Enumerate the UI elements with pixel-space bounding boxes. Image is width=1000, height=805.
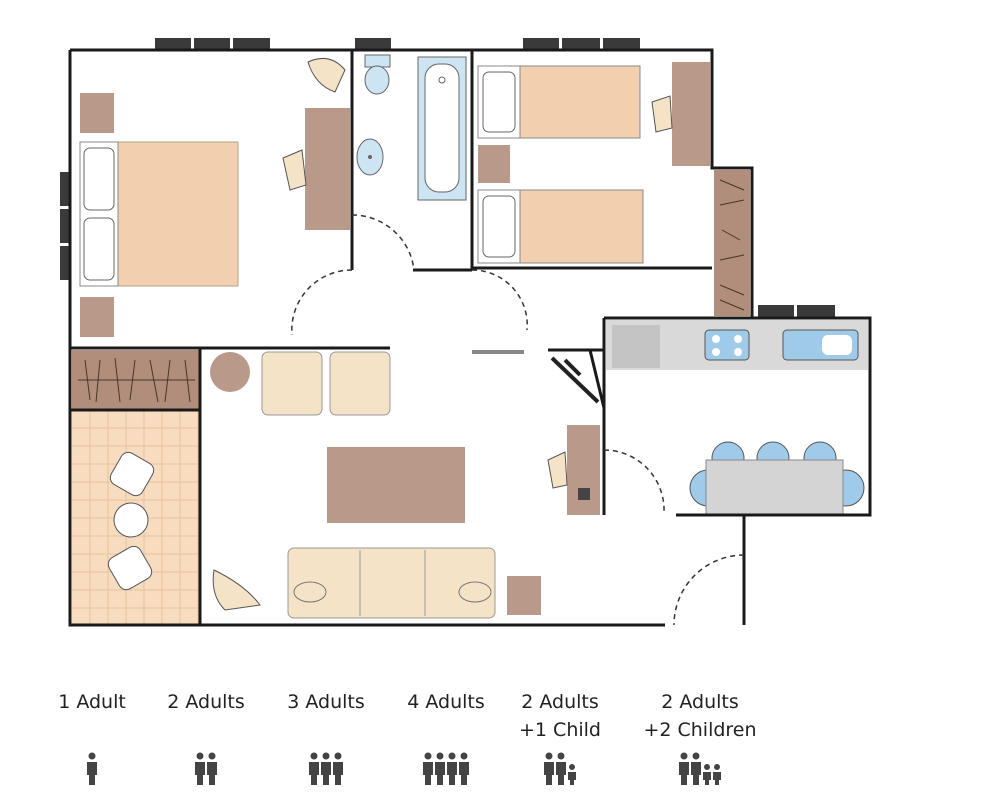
people-icon: [195, 752, 217, 785]
occupancy-option: 4 Adults: [376, 688, 516, 716]
desk-chair: [282, 149, 307, 191]
occupancy-option: 2 Adults +1 Child: [490, 688, 630, 744]
people-icon: [544, 752, 576, 785]
nightstand: [80, 297, 114, 337]
people-icon: [309, 752, 343, 785]
adult-icon: [556, 752, 566, 785]
adult-icon: [691, 752, 701, 785]
occupancy-sublabel: +2 Children: [643, 719, 757, 741]
adult-icon: [333, 752, 343, 785]
nightstand: [478, 145, 510, 183]
occupancy-label: 2 Adults: [521, 691, 599, 713]
kitchen: [606, 320, 868, 516]
adult-icon: [195, 752, 205, 785]
people-icon: [679, 752, 721, 785]
desk-chair: [547, 451, 568, 489]
adult-icon: [435, 752, 445, 785]
occupancy-option: 2 Adults: [136, 688, 276, 716]
walls: [68, 48, 872, 627]
sofa: [287, 547, 496, 619]
armchair: [212, 569, 261, 611]
windows: [60, 38, 835, 318]
adult-icon: [207, 752, 217, 785]
occupancy-option: 3 Adults: [256, 688, 396, 716]
adult-icon: [423, 752, 433, 785]
door-swings: [291, 214, 745, 626]
occupancy-label: 2 Adults: [167, 691, 245, 713]
child-icon: [713, 764, 721, 785]
phone: [578, 488, 590, 500]
armchair: [329, 351, 391, 416]
child-icon: [568, 764, 576, 785]
armchair: [307, 57, 346, 93]
adult-icon: [321, 752, 331, 785]
occupancy-option: 1 Adult: [22, 688, 162, 716]
child-icon: [703, 764, 711, 785]
bathroom: [356, 54, 467, 201]
occupancy-label: 3 Adults: [287, 691, 365, 713]
desk: [305, 108, 350, 230]
round-table: [210, 352, 250, 392]
occupancy-sublabel: +1 Child: [519, 719, 601, 741]
adult-icon: [544, 752, 554, 785]
coffee-table: [327, 447, 465, 523]
floor-plan: [60, 38, 872, 627]
occupancy-label: 4 Adults: [407, 691, 485, 713]
adult-icon: [87, 752, 97, 785]
desk: [672, 62, 710, 166]
single-bed: [477, 189, 644, 264]
adult-icon: [447, 752, 457, 785]
side-table: [507, 576, 541, 615]
adult-icon: [309, 752, 319, 785]
adult-icon: [459, 752, 469, 785]
balcony-furniture: [107, 451, 155, 591]
adult-icon: [679, 752, 689, 785]
occupancy-label: 1 Adult: [58, 691, 126, 713]
tv: [550, 356, 600, 404]
nightstand: [80, 93, 114, 133]
occupancy-option: 2 Adults +2 Children: [630, 688, 770, 744]
desk: [567, 425, 600, 515]
people-icon: [87, 752, 97, 785]
people-icon: [423, 752, 469, 785]
single-bed: [477, 65, 641, 139]
double-bed: [79, 141, 239, 287]
wardrobe: [72, 350, 200, 410]
armchair: [261, 351, 323, 416]
wardrobe: [714, 170, 750, 316]
desk-chair: [651, 95, 673, 133]
occupancy-label: 2 Adults: [661, 691, 739, 713]
